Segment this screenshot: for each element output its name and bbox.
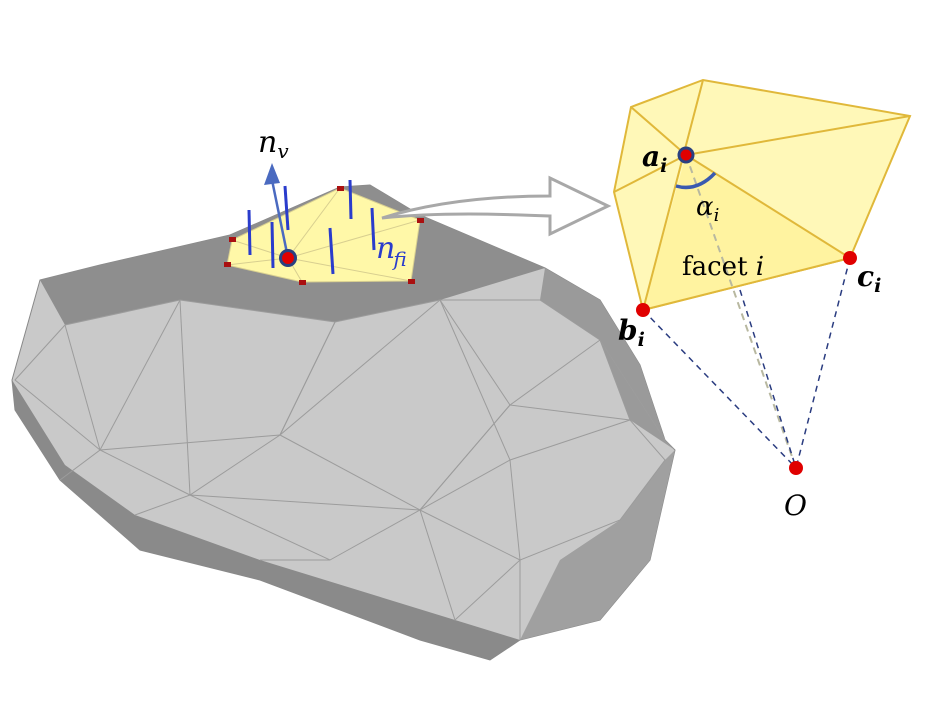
enlarged-facet [612,78,912,475]
vertex-a-label: ai [642,140,667,177]
vertex-c-label: ci [857,260,881,297]
vertex-normal-arrow [270,179,290,259]
facet-label: facet i [682,252,764,282]
facet-normal-label: nfi [376,231,407,271]
facet-normals [247,179,376,275]
angle-label: αi [696,192,719,226]
vertex-point [279,249,297,267]
vertex-neighborhood-patch [224,163,424,285]
origin-label: O [784,489,807,522]
angle-arc [675,171,717,190]
zoom-arrow-icon [381,175,612,237]
vertex-normal-label: nv [258,125,289,163]
vertex-b-label: bi [618,314,645,351]
arrow-head-icon [264,163,280,185]
dashed-rays [642,257,851,469]
